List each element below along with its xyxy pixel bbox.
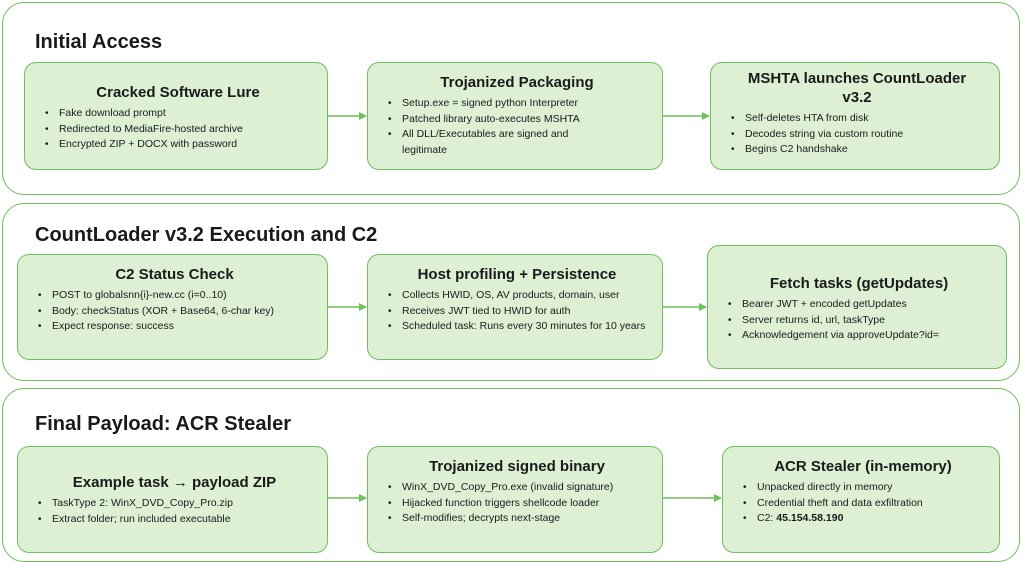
box-c2-status-check: C2 Status Check POST to globalsnn{i}-new… [17,254,328,360]
list-item: Credential theft and data exfiltration [743,496,991,512]
box-title: Cracked Software Lure [96,84,260,101]
list-item: Unpacked directly in memory [743,480,991,496]
list-item: Redirected to MediaFire-hosted archive [45,122,319,138]
list-item: Encrypted ZIP + DOCX with password [45,137,319,153]
list-item: Setup.exe = signed python Interpreter [388,96,654,112]
box-host-profiling: Host profiling + Persistence Collects HW… [367,254,663,360]
box-cracked-software-lure: Cracked Software Lure Fake download prom… [24,62,328,170]
list-item: Extract folder; run included executable [38,512,319,528]
list-item: WinX_DVD_Copy_Pro.exe (invalid signature… [388,480,654,496]
list-item: Self-deletes HTA from disk [731,111,991,127]
section-title: Final Payload: ACR Stealer [35,413,291,435]
box-acr-stealer: ACR Stealer (in-memory) Unpacked directl… [722,446,1000,553]
list-item: Self-modifies; decrypts next-stage [388,511,654,527]
section-title: CountLoader v3.2 Execution and C2 [35,224,378,246]
section-title: Initial Access [35,31,163,53]
list-item: Body: checkStatus (XOR + Base64, 6-char … [38,304,319,320]
list-item: Patched library auto-executes MSHTA [388,112,654,128]
list-item: Collects HWID, OS, AV products, domain, … [388,288,654,304]
list-item: TaskType 2: WinX_DVD_Copy_Pro.zip [38,496,319,512]
c2-label: C2: [757,512,774,524]
box-trojanized-signed-binary: Trojanized signed binary WinX_DVD_Copy_P… [367,446,663,553]
list-item: Acknowledgement via approveUpdate?id= [728,328,998,344]
list-item: Scheduled task: Runs every 30 minutes fo… [388,319,654,335]
list-item: Bearer JWT + encoded getUpdates [728,297,998,313]
box-title: Trojanized signed binary [429,458,605,475]
box-title: Fetch tasks (getUpdates) [769,275,949,292]
box-title: ACR Stealer (in-memory) [774,458,952,475]
box-title: Example task → payload ZIP [72,474,277,491]
list-item: Receives JWT tied to HWID for auth [388,304,654,320]
box-title: MSHTA launches CountLoader v3.2 [747,70,967,106]
list-item: Server returns id, url, taskType [728,313,998,329]
c2-address: 45.154.58.190 [776,512,844,524]
list-item-c2: C2: 45.154.58.190 [743,511,991,527]
list-item: Decodes string via custom routine [731,127,991,143]
box-trojanized-packaging: Trojanized Packaging Setup.exe = signed … [367,62,663,170]
list-item: Begins C2 handshake [731,142,991,158]
list-item: Fake download prompt [45,106,319,122]
box-title: Host profiling + Persistence [417,266,617,283]
box-fetch-tasks: Fetch tasks (getUpdates) Bearer JWT + en… [707,245,1007,369]
list-item: POST to globalsnn{i}-new.cc (i=0..10) [38,288,319,304]
list-item: Hijacked function triggers shellcode loa… [388,496,654,512]
list-item: Expect response: success [38,319,319,335]
box-title: Trojanized Packaging [440,74,594,91]
box-mshta-launches-countloader: MSHTA launches CountLoader v3.2 Self-del… [710,62,1000,170]
list-item: All DLL/Executables are signed and legit… [388,127,654,158]
box-title: C2 Status Check [115,266,234,283]
box-example-task: Example task → payload ZIP TaskType 2: W… [17,446,328,553]
